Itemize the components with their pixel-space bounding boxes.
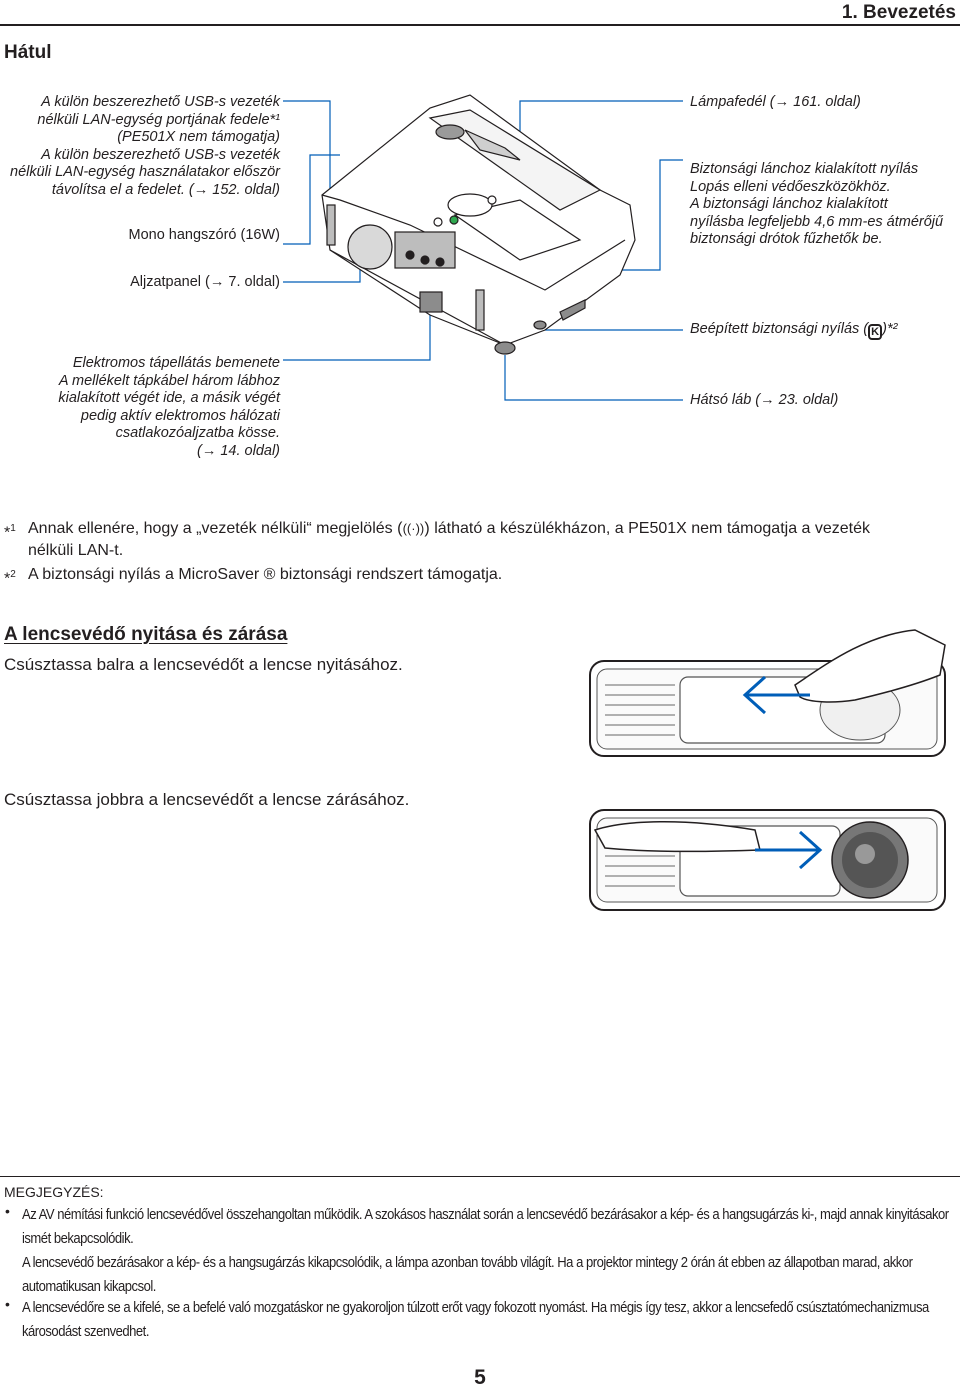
note-heading: MEGJEGYZÉS: [4, 1184, 104, 1200]
section-title: Hátul [4, 42, 52, 63]
chapter-title: 1. Bevezetés [841, 2, 956, 23]
callout-power-input: Elektromos tápellátás bemenete A melléke… [10, 355, 280, 460]
header-rule [0, 24, 960, 26]
usb-cover-line-2: nélküli LAN-egység portjának fedele*¹ [37, 111, 280, 128]
security-bar-line-4: nyílásba legfeljebb 4,6 mm-es átmérőjű [690, 213, 944, 230]
power-line-4: pedig aktív elektromos hálózati [80, 407, 280, 424]
callout-lamp-cover: Lámpafedél (→ 161. oldal) [690, 94, 861, 110]
usb-cover-line-5: nélküli LAN-egység használatakor először [10, 164, 281, 180]
usb-cover-line-3: (PE501X nem támogatja) [117, 129, 280, 145]
usb-cover-line-6: távolítsa el a fedelet. (→ 152. oldal) [51, 181, 280, 198]
footnote-1-mark: *1 [4, 523, 16, 542]
lens-open-illustration [589, 629, 946, 757]
note-bullet-1: • Az AV némítási funkció lencsevédővel ö… [0, 1203, 960, 1299]
note-1-line-4: automatikusan kikapcsol. [22, 1279, 156, 1295]
footnote-2: *2 A biztonsági nyílás a MicroSaver ® bi… [0, 564, 960, 588]
power-line-1: Elektromos tápellátás bemenete [72, 355, 280, 371]
lens-open-text: Csúsztassa balra a lencsevédőt a lencse … [4, 655, 403, 674]
note-1-line-2: ismét bekapcsolódik. [22, 1231, 134, 1247]
security-bar-line-2: Lopás elleni védőeszközökhöz. [690, 178, 891, 195]
lock-k-icon: K [868, 324, 883, 340]
note-2-line-1: A lencsevédőre se a kifelé, se a befelé … [22, 1300, 929, 1316]
arrow-right-icon [755, 830, 823, 870]
arrow-left-icon [742, 675, 810, 715]
footnote-1-text-b: ) látható a készülékházon, a PE501X nem … [424, 520, 871, 537]
footnote-2-text: A biztonsági nyílás a MicroSaver ® bizto… [28, 566, 503, 583]
usb-cover-line-4: A külön beszerezhető USB-s vezeték [41, 146, 280, 163]
footnote-1: *1 Annak ellenére, hogy a „vezeték nélkü… [0, 518, 960, 562]
security-slot-label: Beépített biztonsági nyílás ( [690, 321, 869, 337]
page-number: 5 [474, 1366, 486, 1389]
footnote-1-line-1: Annak ellenére, hogy a „vezeték nélküli“… [28, 518, 870, 539]
callout-security-bar: Biztonsági lánchoz kialakított nyílás Lo… [690, 161, 958, 249]
security-bar-line-3: A biztonsági lánchoz kialakított [690, 196, 888, 212]
power-line-3: kialakított végét ide, a másik végét [58, 390, 280, 406]
wireless-icon: ((·)) [402, 521, 425, 536]
security-bar-line-5: biztonsági drótok fűzhetők be. [690, 231, 883, 247]
power-line-6: (→ 14. oldal) [196, 442, 280, 459]
lens-close-text: Csúsztassa jobbra a lencsevédőt a lencse… [4, 790, 410, 809]
note-1-line-1: Az AV némítási funkció lencsevédővel öss… [22, 1207, 949, 1223]
note-bullet-2: • A lencsevédőre se a kifelé, se a befel… [0, 1296, 960, 1344]
projector-body [321, 94, 636, 355]
callout-security-slot: Beépített biztonsági nyílás (K)*² [690, 321, 955, 340]
footnote-1-text-a: Annak ellenére, hogy a „vezeték nélküli“… [28, 520, 403, 537]
power-line-5: csatlakozóaljzatba kösse. [115, 425, 280, 441]
callout-speaker: Mono hangszóró (16W) [128, 227, 280, 243]
projector-rear-diagram [283, 94, 683, 401]
security-slot-footnote: )*² [882, 321, 898, 337]
lens-section-title: A lencsevédő nyitása és zárása [4, 624, 288, 645]
bullet-icon: • [5, 1203, 10, 1219]
footnote-1-line-2: nélküli LAN-t. [28, 542, 124, 559]
footnote-2-mark: *2 [4, 569, 16, 588]
bullet-icon: • [5, 1296, 10, 1312]
note-2-line-2: károsodást szenvedhet. [22, 1324, 149, 1340]
power-line-2: A mellékelt tápkábel három lábhoz [58, 372, 280, 389]
callout-lines [283, 100, 683, 401]
lens-close-illustration [589, 809, 946, 911]
callout-usb-cover: A külön beszerezhető USB-s vezeték nélkü… [10, 94, 280, 199]
callout-rear-foot: Hátsó láb (→ 23. oldal) [690, 392, 839, 408]
security-bar-line-1: Biztonsági lánchoz kialakított nyílás [690, 161, 919, 177]
note-rule [0, 1176, 960, 1177]
callout-terminal-panel: Aljzatpanel (→ 7. oldal) [130, 274, 280, 290]
note-1-line-3: A lencsevédő bezárásakor a kép- és a han… [22, 1255, 913, 1271]
usb-cover-line-1: A külön beszerezhető USB-s vezeték [41, 94, 280, 110]
